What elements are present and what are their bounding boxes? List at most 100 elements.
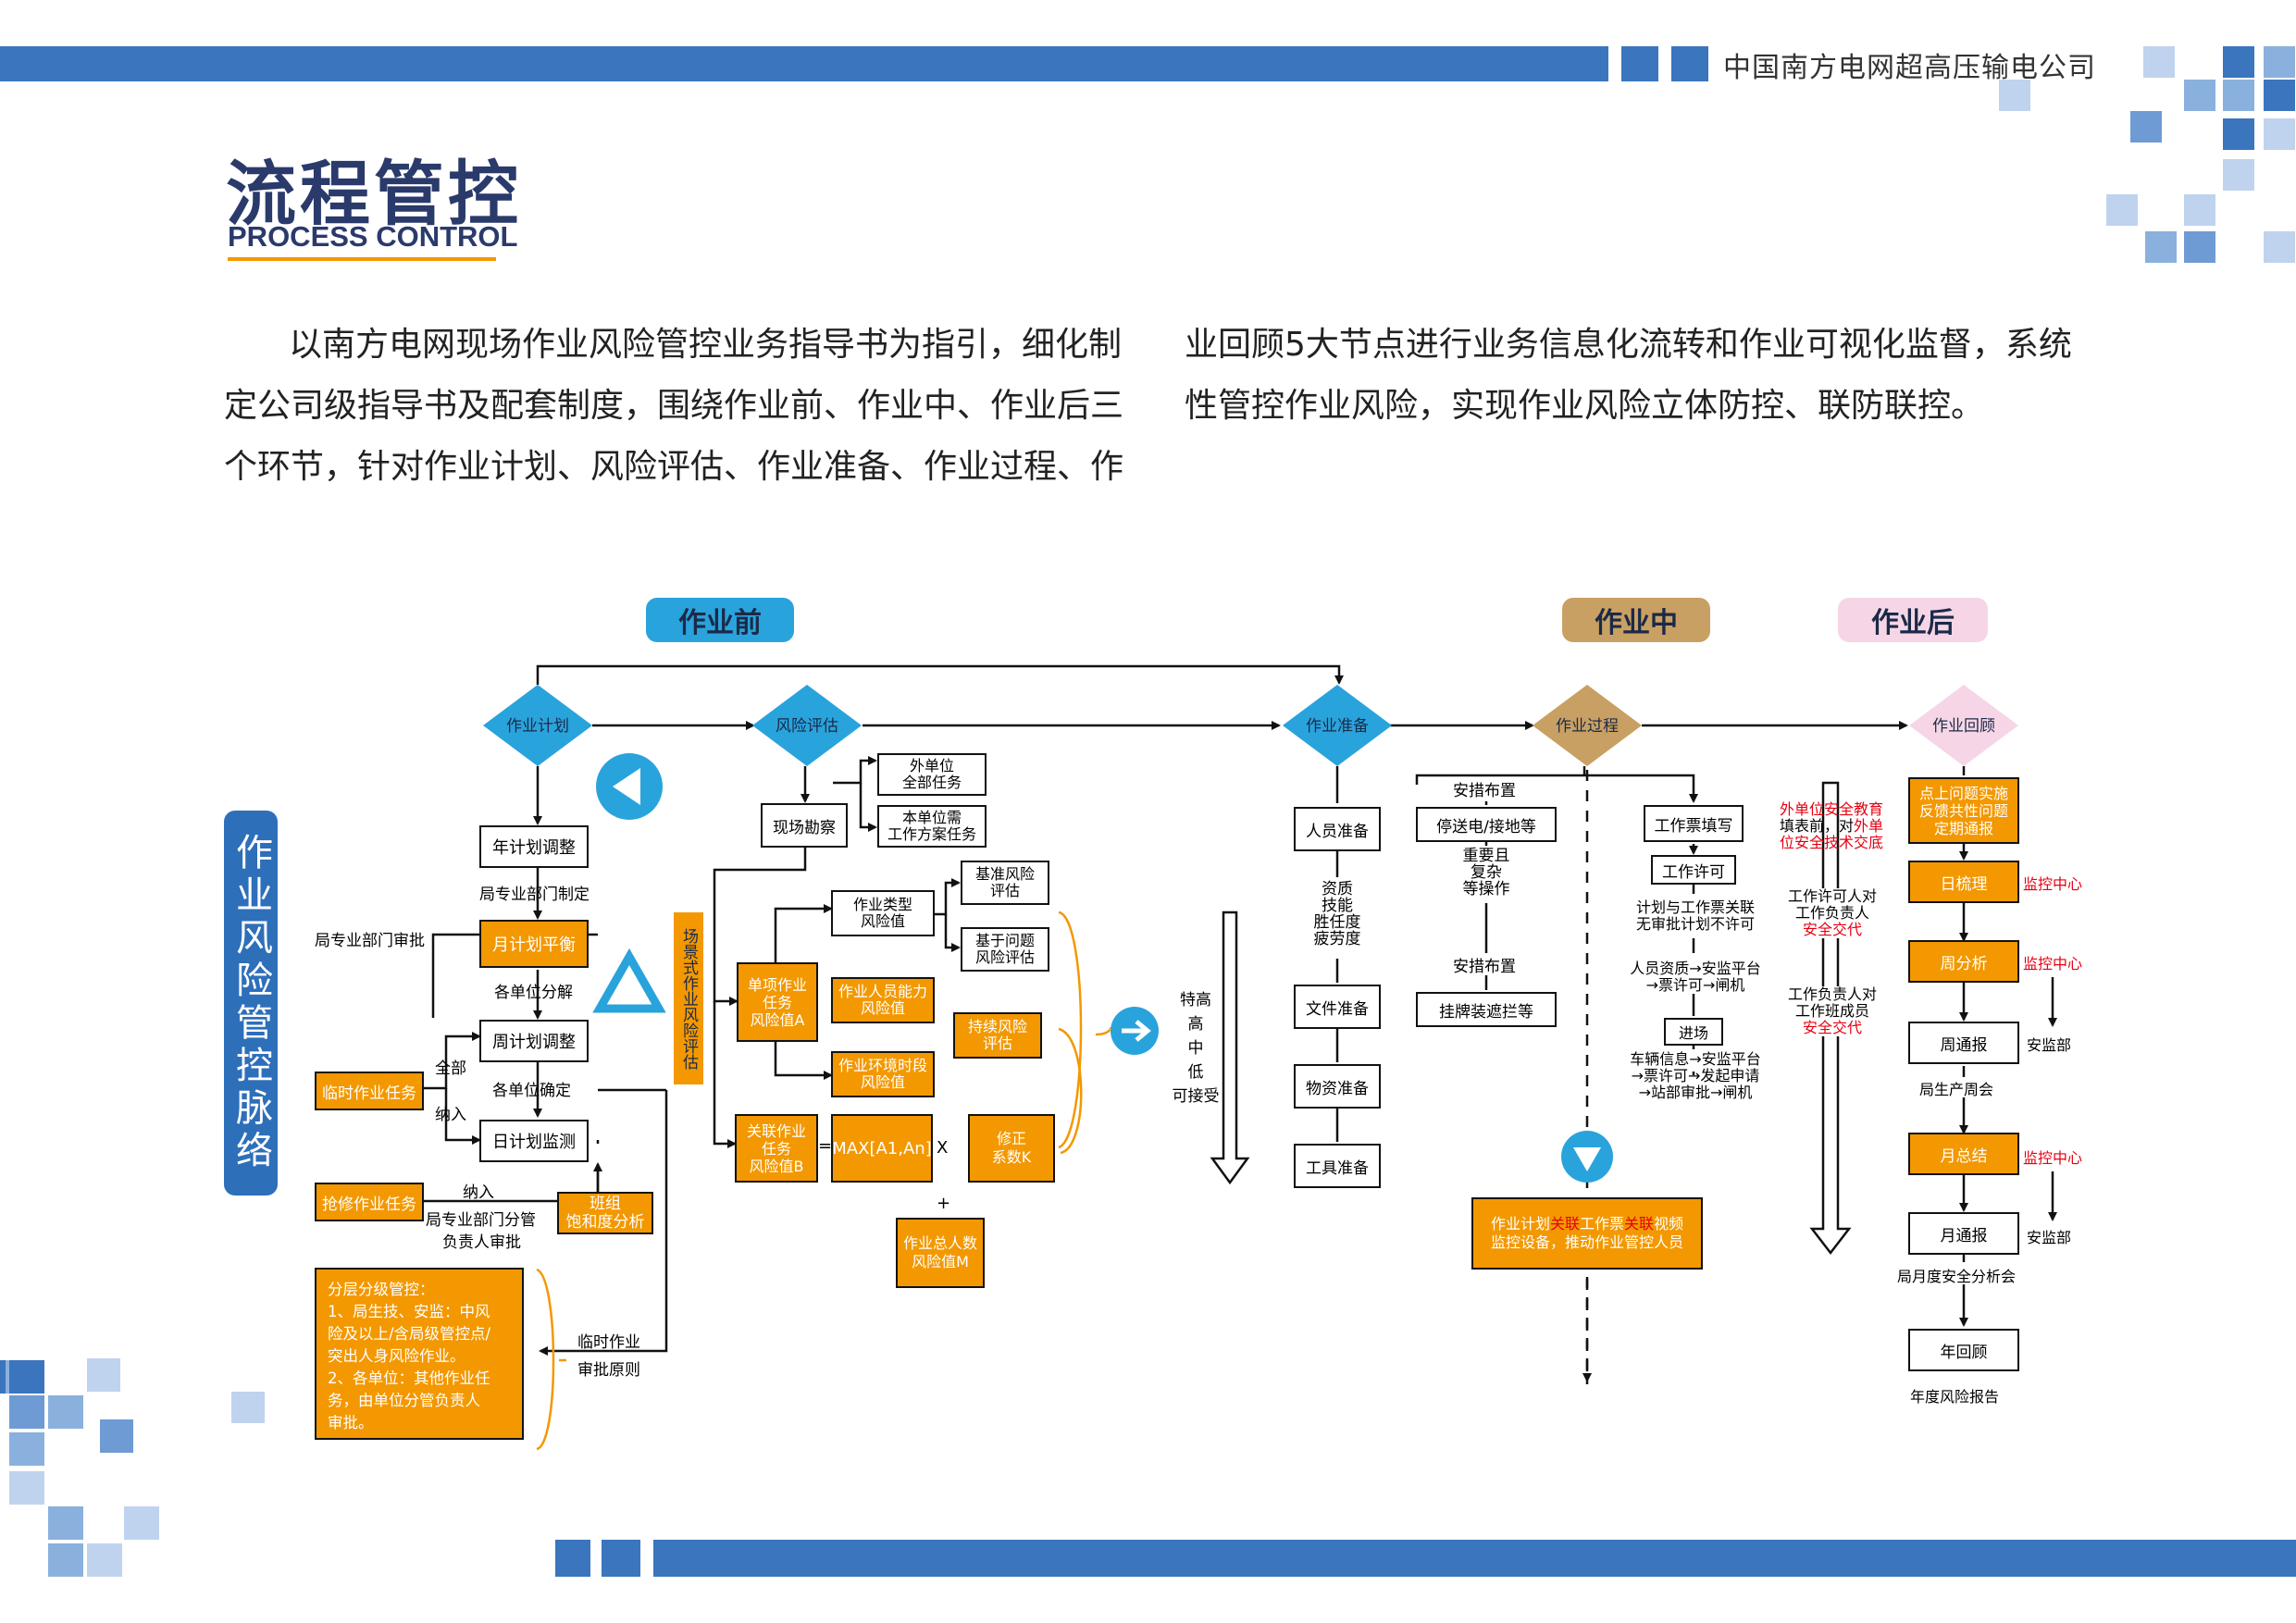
outer-edu-label: 外单位安全教育 填表前，对外单 位安全技术交底: [1771, 801, 1892, 851]
monthly-summary-box[interactable]: 月总结: [1908, 1133, 2019, 1175]
node-risk[interactable]: [752, 685, 862, 766]
layer-line: 险及以上/含局级管控点/: [328, 1325, 491, 1343]
all-label: 全部: [435, 1059, 466, 1078]
box-line: 反馈共性问题: [1918, 801, 2008, 820]
fix-coef-box[interactable]: 修正 系数K: [968, 1114, 1055, 1183]
temp-rule-label: 审批原则: [577, 1361, 640, 1380]
qual-item: 胜任度: [1313, 913, 1361, 932]
tool-prep-box[interactable]: 工具准备: [1294, 1144, 1381, 1188]
monitor-text: 工作票: [1579, 1215, 1624, 1233]
daily-review-box[interactable]: 日梳理: [1908, 861, 2019, 903]
issue-risk-box[interactable]: 基于问题 风险评估: [961, 927, 1049, 972]
label-line: 位安全技术交底: [1779, 834, 1883, 851]
node-review[interactable]: [1909, 685, 2018, 766]
node-plan[interactable]: [483, 685, 592, 766]
env-time-box[interactable]: 作业环境时段 风险值: [831, 1051, 935, 1097]
sign-box[interactable]: 挂牌装遮拦等: [1416, 992, 1557, 1027]
cycle-icon-left: [596, 753, 663, 820]
max-box[interactable]: MAX[A1,An]: [831, 1114, 933, 1183]
label-line: →票许可→闸机: [1645, 976, 1745, 994]
box-line: 作业类型: [852, 896, 912, 913]
intro-line: 个环节，针对作业计划、风险评估、作业准备、作业过程、作: [224, 448, 1124, 486]
enter-site-box[interactable]: 进场: [1664, 1018, 1723, 1046]
box-line: 任务: [761, 1139, 791, 1158]
box-line: 风险值M: [912, 1253, 969, 1270]
intro-line: 定公司级指导书及配套制度，围绕作业前、作业中、作业后三: [224, 387, 1124, 425]
annual-review-box[interactable]: 年回顾: [1908, 1329, 2019, 1371]
include2-label: 纳入: [463, 1183, 494, 1202]
box-line: 风险值B: [749, 1157, 804, 1175]
risk-levels: 特高 高 中 低 可接受: [1162, 988, 1229, 1109]
label-line: 重要且: [1462, 847, 1510, 865]
box-line: 持续风险: [967, 1018, 1027, 1035]
repair-task-box[interactable]: 抢修作业任务: [315, 1183, 424, 1221]
layer-control-box: 分层分级管控： 1、局生技、安监：中风 险及以上/含局级管控点/ 突出人身风险作…: [315, 1268, 524, 1440]
phase-before: 作业前: [646, 598, 794, 642]
person-prep-box[interactable]: 人员准备: [1294, 807, 1381, 851]
label-line: 计划与工作票关联: [1635, 898, 1755, 916]
intro-line: 以南方电网现场作业风险管控业务指导书为指引，细化制: [289, 326, 1123, 364]
box-line: 工作方案任务: [887, 825, 976, 843]
local-unit-box[interactable]: 本单位需 工作方案任务: [877, 805, 987, 848]
down-arrow-icon: [1561, 1131, 1613, 1183]
title-underline: [228, 257, 496, 261]
node-process[interactable]: [1533, 685, 1642, 766]
single-task-box[interactable]: 单项作业 任务 风险值A: [737, 962, 818, 1042]
daily-plan-box[interactable]: 日计划监测: [479, 1120, 589, 1162]
node-prep[interactable]: [1283, 685, 1392, 766]
box-line: 评估: [982, 1035, 1012, 1052]
risk-level: 中: [1187, 1039, 1204, 1058]
safety-dept-label: 安监部: [2027, 1229, 2072, 1246]
annual-plan-box[interactable]: 年计划调整: [479, 825, 589, 868]
job-type-box[interactable]: 作业类型 风险值: [831, 890, 935, 936]
risk-level: 可接受: [1172, 1087, 1220, 1106]
weekly-analysis-box[interactable]: 周分析: [1908, 940, 2019, 983]
label-line: 工作负责人对: [1787, 985, 1877, 1003]
layer-line: 突出人身风险作业。: [328, 1347, 465, 1365]
bureau-week-label: 局生产周会: [1919, 1081, 1994, 1098]
bureau-month-label: 局月度安全分析会: [1897, 1268, 2017, 1285]
box-line: 任务: [762, 993, 792, 1011]
equals-sign: =: [818, 1136, 833, 1156]
doc-prep-box[interactable]: 文件准备: [1294, 985, 1381, 1029]
permit-box[interactable]: 工作许可: [1651, 855, 1736, 885]
node-review-label: 作业回顾: [1932, 717, 1995, 736]
monthly-plan-box[interactable]: 月计划平衡: [479, 920, 589, 968]
total-risk-box[interactable]: 作业总人数 风险值M: [896, 1218, 985, 1288]
team-saturation-box[interactable]: 班组 饱和度分析: [557, 1192, 653, 1234]
label-line: 复杂: [1471, 863, 1502, 882]
weekly-plan-box[interactable]: 周计划调整: [479, 1020, 589, 1062]
video-monitor-box[interactable]: 作业计划关联工作票关联视频 监控设备，推动作业管控人员: [1471, 1197, 1703, 1270]
label-line: 外单位安全教育: [1779, 800, 1883, 818]
assoc-task-box[interactable]: 关联作业 任务 风险值B: [735, 1114, 818, 1183]
bottom-square-2: [602, 1540, 640, 1577]
person-ability-box[interactable]: 作业人员能力 风险值: [831, 977, 935, 1023]
top-square-1: [1621, 46, 1658, 81]
temp-task-box[interactable]: 临时作业任务: [315, 1072, 424, 1110]
outer-unit-box[interactable]: 外单位 全部任务: [877, 753, 987, 796]
continuous-risk-box[interactable]: 持续风险 评估: [953, 1012, 1042, 1059]
layer-line: 2、各单位：其他作业任: [328, 1369, 490, 1387]
monitor-highlight: 关联: [1624, 1215, 1655, 1233]
page-subtitle: PROCESS CONTROL: [228, 220, 518, 253]
node-prep-label: 作业准备: [1306, 717, 1369, 736]
ticket-fill-box[interactable]: 工作票填写: [1644, 805, 1744, 842]
node-process-label: 作业过程: [1556, 717, 1619, 736]
box-line: 风险值: [860, 1073, 905, 1091]
monthly-report-box[interactable]: 月通报: [1908, 1212, 2019, 1255]
qual-item: 疲劳度: [1313, 930, 1361, 948]
material-prep-box[interactable]: 物资准备: [1294, 1064, 1381, 1109]
safety-dept-label: 安监部: [2027, 1036, 2072, 1054]
team-saturation-line: 饱和度分析: [565, 1213, 645, 1232]
unit-split-label: 各单位分解: [494, 984, 573, 1002]
spot-issue-box[interactable]: 点上问题实施 反馈共性问题 定期通报: [1908, 777, 2019, 844]
company-name: 中国南方电网超高压输电公司: [1723, 52, 2096, 84]
dept-approve-label: 局专业部门审批: [315, 932, 425, 950]
weekly-report-box[interactable]: 周通报: [1908, 1022, 2019, 1064]
top-square-2: [1671, 46, 1708, 81]
site-survey-box[interactable]: 现场勘察: [761, 803, 848, 848]
outage-box[interactable]: 停送电/接地等: [1416, 807, 1557, 842]
page-title: 流程管控: [226, 153, 522, 235]
base-risk-box[interactable]: 基准风险 评估: [961, 861, 1049, 905]
box-line: 修正: [996, 1130, 1026, 1147]
